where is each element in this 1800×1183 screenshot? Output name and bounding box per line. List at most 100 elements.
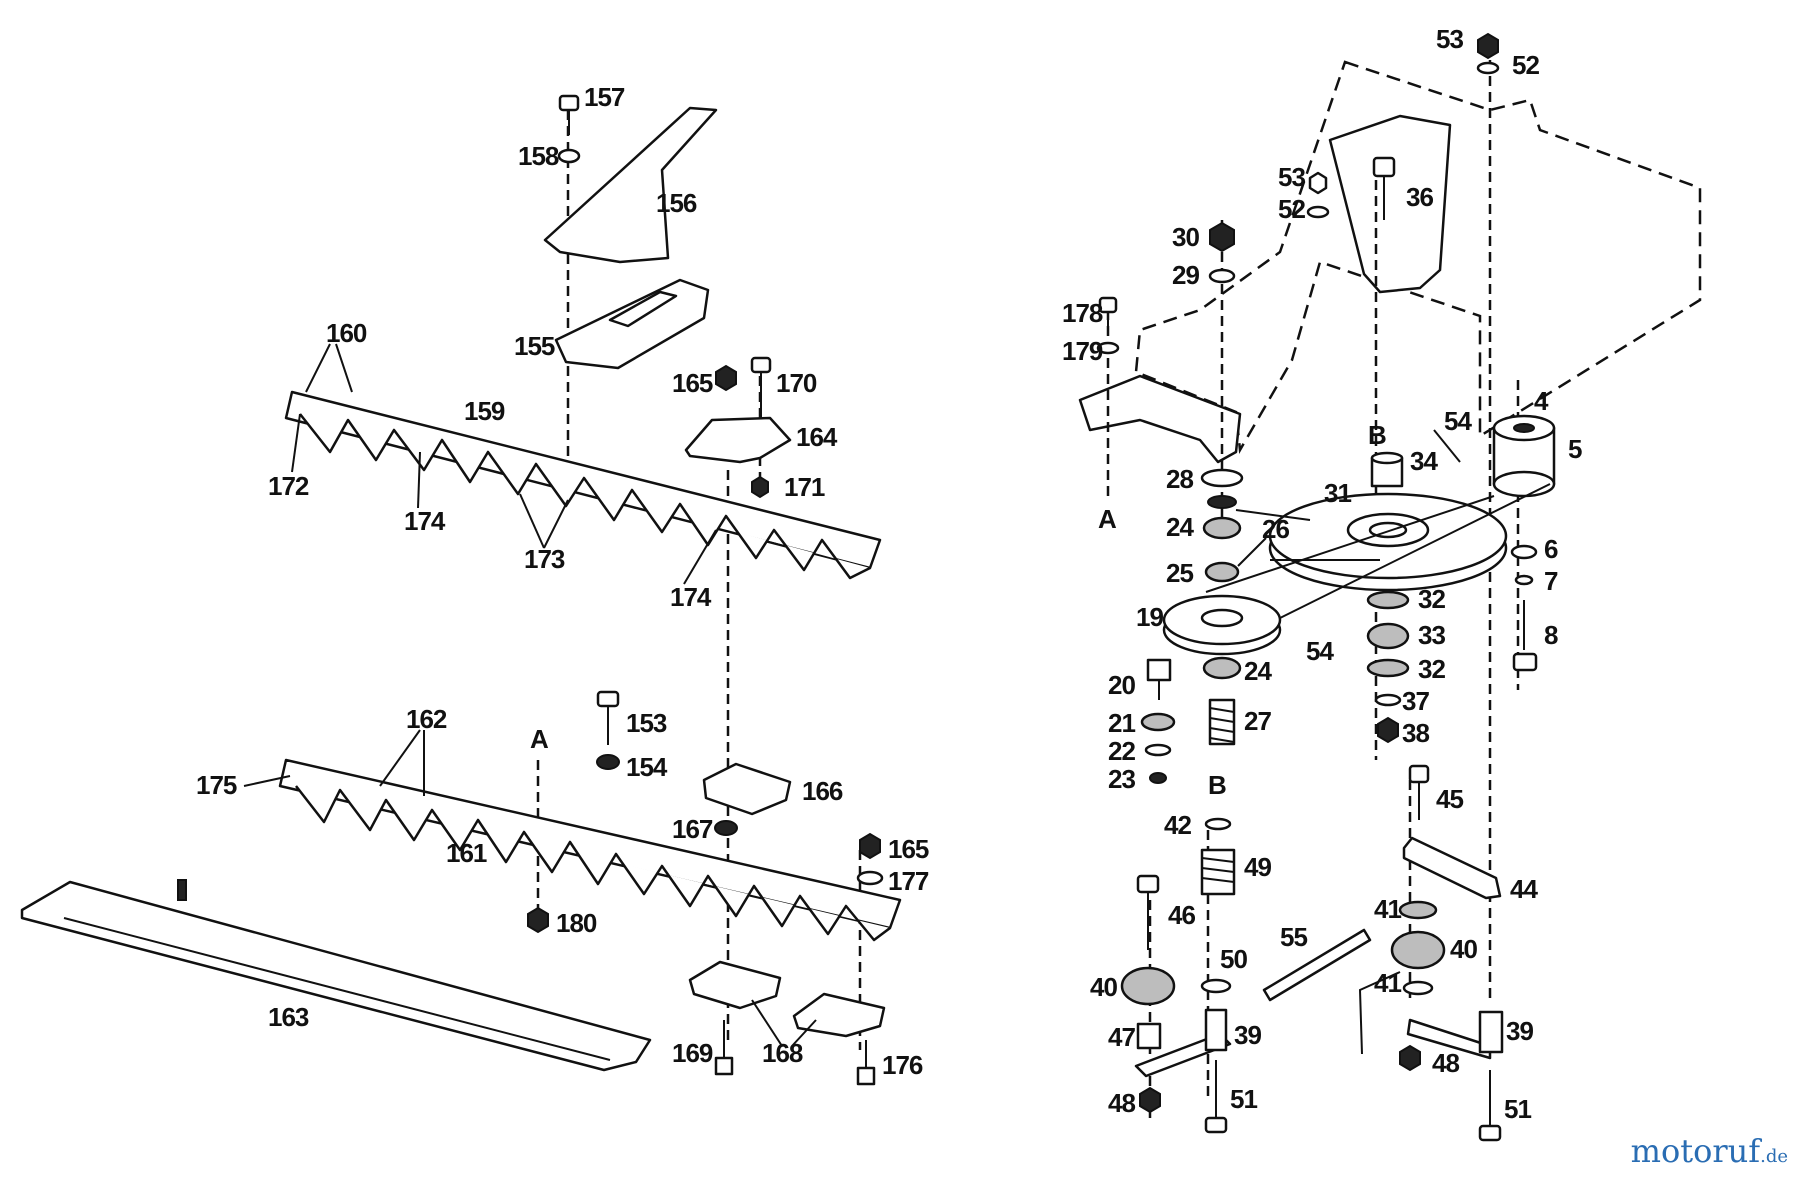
part-163-strip xyxy=(20,880,652,1072)
label-164: 164 xyxy=(796,422,838,452)
label-173: 173 xyxy=(524,544,565,574)
label-8: 8 xyxy=(1544,620,1558,650)
label-174a: 174 xyxy=(404,506,446,536)
label-30: 30 xyxy=(1172,222,1199,252)
label-169: 169 xyxy=(672,1038,713,1068)
part-54-belt xyxy=(1205,483,1551,621)
part-38-nut xyxy=(1377,716,1399,744)
label-A-left: A xyxy=(530,724,549,754)
part-26-washer xyxy=(1207,495,1237,509)
part-161-knife xyxy=(278,758,902,942)
watermark-logo: motoruf.de xyxy=(1631,1132,1788,1170)
label-20: 20 xyxy=(1108,670,1135,700)
part-168-plate-b xyxy=(792,992,886,1038)
label-33: 33 xyxy=(1418,620,1445,650)
part-45-bolt xyxy=(1408,764,1430,820)
label-24a: 24 xyxy=(1166,512,1194,542)
label-171: 171 xyxy=(784,472,825,502)
part-164-clip xyxy=(684,416,792,464)
part-39-arm-right xyxy=(1406,1018,1492,1060)
part-24b-bearing xyxy=(1202,656,1242,680)
label-39a: 39 xyxy=(1234,1020,1261,1050)
housing-mount-bracket xyxy=(1078,374,1242,464)
part-168-plate-a xyxy=(688,960,782,1010)
part-39-bush xyxy=(1478,1010,1504,1054)
part-166-block xyxy=(702,762,792,816)
label-6: 6 xyxy=(1544,534,1558,564)
label-163: 163 xyxy=(268,1002,309,1032)
part-154-nut xyxy=(596,754,620,770)
label-156: 156 xyxy=(656,188,697,218)
part-29-washer xyxy=(1208,268,1236,284)
part-5-idler-pulley xyxy=(1492,414,1556,498)
part-32b-seal xyxy=(1366,658,1410,678)
label-170: 170 xyxy=(776,368,817,398)
part-49-spring xyxy=(1200,848,1236,896)
label-41a: 41 xyxy=(1374,894,1401,924)
label-21: 21 xyxy=(1108,708,1135,738)
label-4: 4 xyxy=(1534,386,1549,416)
part-50-washer xyxy=(1200,978,1232,994)
part-52b-washer xyxy=(1306,205,1330,219)
part-labels: 157 158 156 155 160 159 172 174 173 174 … xyxy=(196,24,1583,1124)
label-160: 160 xyxy=(326,318,367,348)
label-53b: 53 xyxy=(1278,162,1305,192)
part-30-nut xyxy=(1209,221,1235,253)
label-167: 167 xyxy=(672,814,713,844)
label-48a: 48 xyxy=(1108,1088,1135,1118)
part-176-bolt xyxy=(856,1040,876,1086)
label-51b: 51 xyxy=(1504,1094,1531,1124)
leader-lines xyxy=(243,343,1311,1047)
label-172: 172 xyxy=(268,471,309,501)
label-54b: 54 xyxy=(1306,636,1334,666)
label-29: 29 xyxy=(1172,260,1199,290)
part-22-washer xyxy=(1144,743,1172,757)
label-168: 168 xyxy=(762,1038,803,1068)
part-28-washer xyxy=(1200,468,1244,488)
part-46-bolt xyxy=(1136,874,1160,950)
part-165b-nut xyxy=(859,832,881,860)
label-155: 155 xyxy=(514,331,555,361)
label-166: 166 xyxy=(802,776,843,806)
label-40b: 40 xyxy=(1090,972,1117,1002)
label-161: 161 xyxy=(446,838,487,868)
part-27-spring xyxy=(1208,698,1236,746)
label-51a: 51 xyxy=(1230,1084,1257,1114)
label-158: 158 xyxy=(518,141,559,171)
part-51-bolt-right xyxy=(1478,1070,1502,1142)
label-159: 159 xyxy=(464,396,505,426)
part-165-nut xyxy=(715,364,737,392)
label-44: 44 xyxy=(1510,874,1538,904)
part-48-nut-left xyxy=(1139,1086,1161,1114)
label-46: 46 xyxy=(1168,900,1195,930)
part-53b-nut xyxy=(1308,171,1328,195)
label-22: 22 xyxy=(1108,736,1135,766)
label-34: 34 xyxy=(1410,446,1438,476)
label-31: 31 xyxy=(1324,478,1351,508)
part-40-bearing xyxy=(1390,930,1446,970)
label-179: 179 xyxy=(1062,336,1103,366)
part-37-washer xyxy=(1374,693,1402,707)
part-6-washer xyxy=(1510,544,1538,560)
drive-housing-assembly xyxy=(1078,32,1702,1142)
part-169-bolt xyxy=(714,1020,734,1076)
label-154: 154 xyxy=(626,752,668,782)
part-158-washer xyxy=(557,148,581,164)
label-19: 19 xyxy=(1136,602,1163,632)
label-174b: 174 xyxy=(670,582,712,612)
part-47-spacer xyxy=(1136,1022,1162,1050)
label-39b: 39 xyxy=(1506,1016,1533,1046)
label-175: 175 xyxy=(196,770,237,800)
part-180-nut xyxy=(527,906,549,934)
label-157: 157 xyxy=(584,82,625,112)
part-167-washer xyxy=(714,820,738,836)
part-21-bearing xyxy=(1140,712,1176,732)
label-55: 55 xyxy=(1280,922,1307,952)
label-53a: 53 xyxy=(1436,24,1463,54)
part-55-spring xyxy=(1262,928,1372,1002)
label-153: 153 xyxy=(626,708,667,738)
part-177-washer xyxy=(856,870,884,886)
label-48b: 48 xyxy=(1432,1048,1459,1078)
label-54a: 54 xyxy=(1444,406,1472,436)
